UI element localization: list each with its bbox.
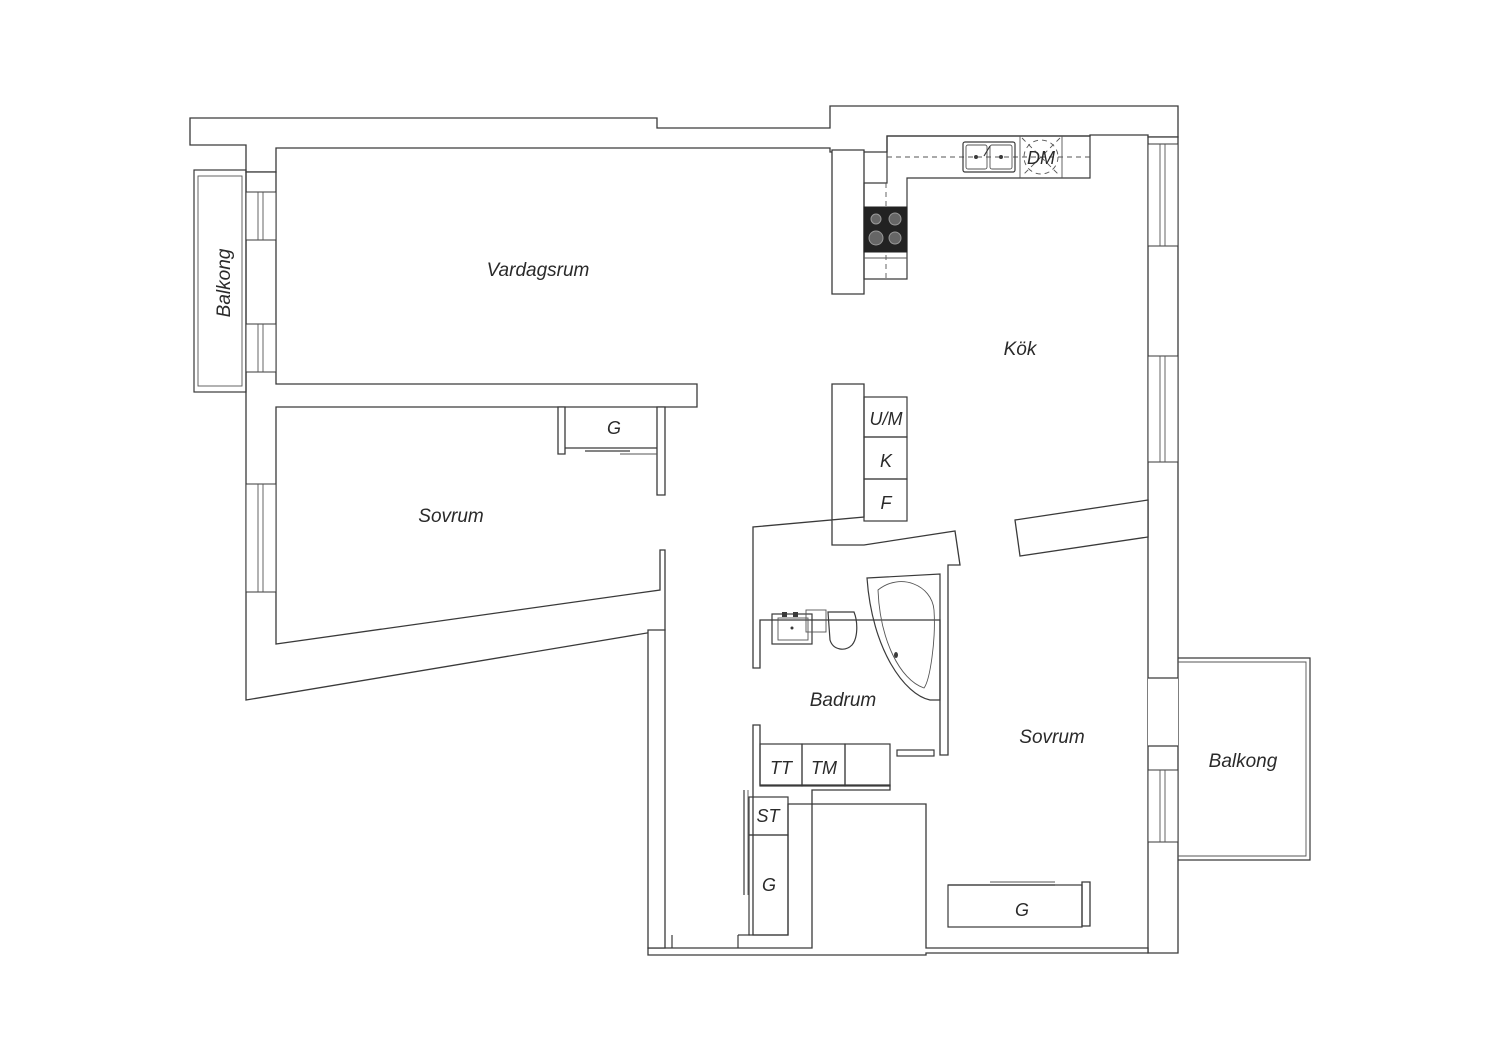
room-label-balkong-left: Balkong xyxy=(214,248,235,317)
laundry-cabinets xyxy=(759,743,891,787)
room-label-vardagsrum: Vardagsrum xyxy=(487,260,590,281)
st-label: ST xyxy=(756,806,781,826)
room-label-kok: Kök xyxy=(1004,339,1038,360)
right-closet-label: G xyxy=(1015,900,1029,920)
room-label-balkong-right: Balkong xyxy=(1209,751,1278,772)
entrance xyxy=(671,934,750,948)
f-label: F xyxy=(881,493,893,513)
k-label: K xyxy=(880,451,893,471)
left-bedroom-closet xyxy=(565,447,657,455)
balcony-right xyxy=(1148,657,1311,861)
dishwasher-icon xyxy=(1021,137,1061,177)
utility-column xyxy=(863,396,908,522)
room-label-badrum: Badrum xyxy=(810,690,877,711)
towel-rail-icon xyxy=(896,749,935,757)
window-left-bedroom xyxy=(245,483,277,593)
bathroom-sink-icon xyxy=(771,612,813,645)
kitchen-sink-icon xyxy=(962,141,1016,173)
hall-closet xyxy=(743,790,789,936)
tm-label: TM xyxy=(811,758,837,778)
room-label-sovrum-right: Sovrum xyxy=(1019,727,1084,748)
um-label: U/M xyxy=(870,409,903,429)
walls xyxy=(189,105,1179,956)
dm-label: DM xyxy=(1027,148,1055,168)
left-closet-label: G xyxy=(607,418,621,438)
room-label-sovrum-left: Sovrum xyxy=(418,506,483,527)
right-bedroom-closet xyxy=(947,881,1083,928)
toilet-icon xyxy=(805,609,858,650)
tt-label: TT xyxy=(770,758,794,778)
hall-closet-label: G xyxy=(762,875,776,895)
corner-bathtub-icon xyxy=(866,573,941,701)
balcony-left xyxy=(193,169,277,393)
windows-right xyxy=(1147,143,1179,843)
stove-icon xyxy=(863,206,908,253)
